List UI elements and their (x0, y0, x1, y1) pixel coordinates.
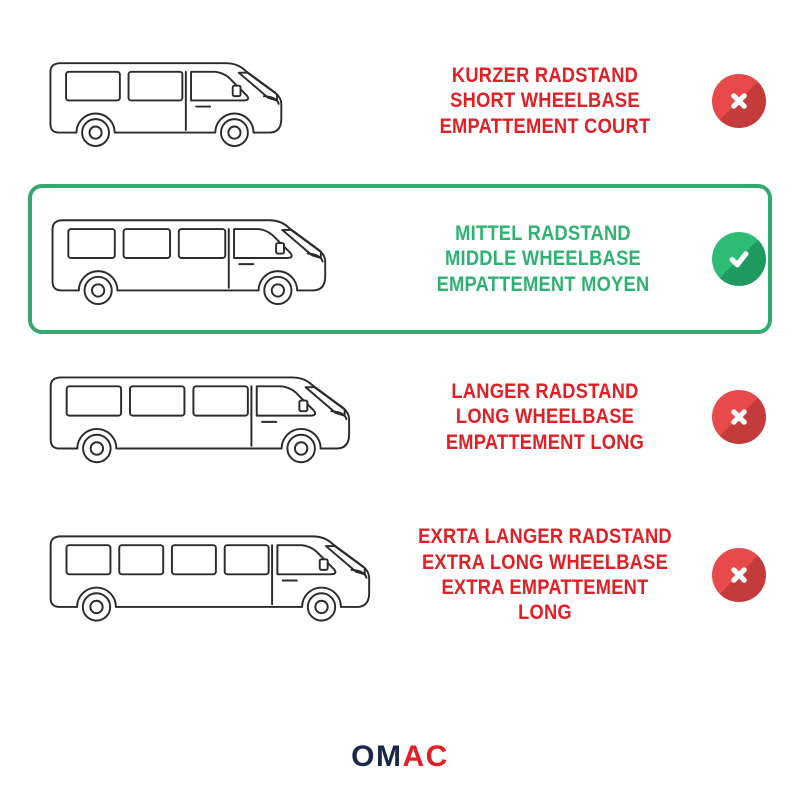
variant-label-extra-long-wheelbase: EXRTA LANGER RADSTAND EXTRA LONG WHEELBA… (392, 524, 698, 625)
omac-logo: OMAC (0, 740, 800, 774)
label-line-fr: EXTRA EMPATTEMENT LONG (441, 575, 649, 625)
label-line-de: KURZER RADSTAND (451, 62, 639, 87)
label-line-de: EXRTA LANGER RADSTAND (418, 524, 672, 549)
variant-row-middle-wheelbase-selected: MITTEL RADSTAND MIDDLE WHEELBASE EMPATTE… (28, 184, 772, 334)
label-line-fr: EMPATTEMENT COURT (439, 113, 651, 138)
variant-label-short-wheelbase: KURZER RADSTAND SHORT WHEELBASE EMPATTEM… (392, 63, 698, 139)
cross-icon (712, 390, 766, 444)
cross-icon (712, 548, 766, 602)
label-line-fr: EMPATTEMENT MOYEN (436, 271, 650, 296)
check-icon (712, 232, 766, 286)
logo-text-om: OM (351, 740, 403, 773)
variant-label-middle-wheelbase: MITTEL RADSTAND MIDDLE WHEELBASE EMPATTE… (388, 221, 698, 297)
label-line-en: MIDDLE WHEELBASE (445, 246, 641, 271)
label-line-fr: EMPATTEMENT LONG (445, 429, 645, 454)
variant-rows: KURZER RADSTAND SHORT WHEELBASE EMPATTEM… (0, 22, 800, 654)
variant-row-short-wheelbase: KURZER RADSTAND SHORT WHEELBASE EMPATTEM… (0, 22, 800, 180)
cross-icon (712, 74, 766, 128)
logo-text-ac: AC (402, 740, 449, 773)
variant-label-long-wheelbase: LANGER RADSTAND LONG WHEELBASE EMPATTEME… (392, 379, 698, 455)
van-illustration-middle-wheelbase (42, 208, 388, 310)
label-line-de: MITTEL RADSTAND (455, 220, 631, 245)
label-line-en: LONG WHEELBASE (455, 404, 635, 429)
variant-row-long-wheelbase: LANGER RADSTAND LONG WHEELBASE EMPATTEME… (0, 338, 800, 496)
van-illustration-long-wheelbase (40, 365, 392, 469)
van-illustration-extra-long-wheelbase (40, 524, 392, 627)
variant-row-extra-long-wheelbase: EXRTA LANGER RADSTAND EXTRA LONG WHEELBA… (0, 496, 800, 654)
label-line-de: LANGER RADSTAND (451, 378, 639, 403)
van-illustration-short-wheelbase (40, 51, 392, 152)
label-line-en: SHORT WHEELBASE (450, 88, 640, 113)
label-line-en: EXTRA LONG WHEELBASE (421, 549, 669, 574)
